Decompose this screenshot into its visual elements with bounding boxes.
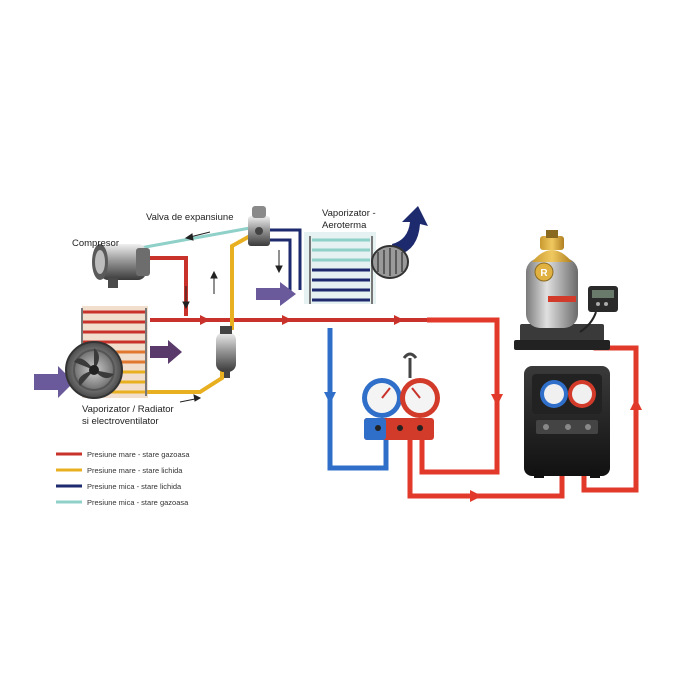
service-pipe-red-bottom: [407, 440, 565, 499]
receiver-drier: [216, 326, 236, 378]
pipe-low-gas: [139, 226, 251, 250]
recovery-machine: [524, 366, 610, 478]
refrigerant-tank: R: [514, 230, 610, 350]
condenser-fan: [65, 341, 123, 399]
evaporator: [304, 232, 376, 304]
airflow-arrow-left: [34, 366, 74, 398]
red-arrow-down-right: [491, 394, 503, 406]
manifold-gauge: [364, 352, 434, 440]
label-evaporator-line1: Vaporizator -: [322, 208, 376, 219]
legend-label: Presiune mica - stare lichida: [87, 482, 182, 491]
flow-arrows-red: [200, 315, 404, 325]
low-pressure-gauge: [362, 378, 402, 418]
legend-label: Presiune mare - stare lichida: [87, 466, 183, 475]
evaporator-blower: [371, 245, 409, 279]
label-condenser-line1: Vaporizator / Radiator: [82, 404, 174, 415]
compressor: [92, 244, 150, 288]
pipe-low-liquid: [270, 228, 302, 296]
high-pressure-gauge: [400, 378, 440, 418]
legend-item: Presiune mare - stare lichida: [56, 466, 183, 475]
red-arrow-right-bottom: [470, 490, 482, 502]
tank-label: R: [540, 268, 548, 279]
legend-item: Presiune mica - stare gazoasa: [56, 498, 189, 507]
airflow-arrow-condenser-out: [150, 340, 182, 364]
airflow-arrow-evaporator-out: [392, 206, 428, 256]
label-compressor: Compresor: [72, 238, 119, 249]
legend-item: Presiune mica - stare lichida: [56, 482, 182, 491]
flow-arrows-black: [179, 231, 283, 403]
legend-label: Presiune mare - stare gazoasa: [87, 450, 190, 459]
legend-item: Presiune mare - stare gazoasa: [56, 450, 190, 459]
pipe-high-gas-compressor: [150, 256, 188, 316]
airflow-arrow-evaporator-in: [256, 282, 296, 306]
blue-arrow-down: [324, 392, 336, 404]
scale-display: [579, 286, 618, 333]
expansion-valve: [248, 206, 270, 246]
legend-label: Presiune mica - stare gazoasa: [87, 498, 189, 507]
red-arrow-up-machine: [630, 398, 642, 410]
label-condenser-line2: si electroventilator: [82, 416, 159, 427]
legend: Presiune mare - stare gazoasa Presiune m…: [56, 450, 190, 507]
label-evaporator-line2: Aeroterma: [322, 220, 367, 231]
service-pipe-red-right: [419, 317, 500, 475]
label-expansion-valve: Valva de expansiune: [146, 212, 234, 223]
